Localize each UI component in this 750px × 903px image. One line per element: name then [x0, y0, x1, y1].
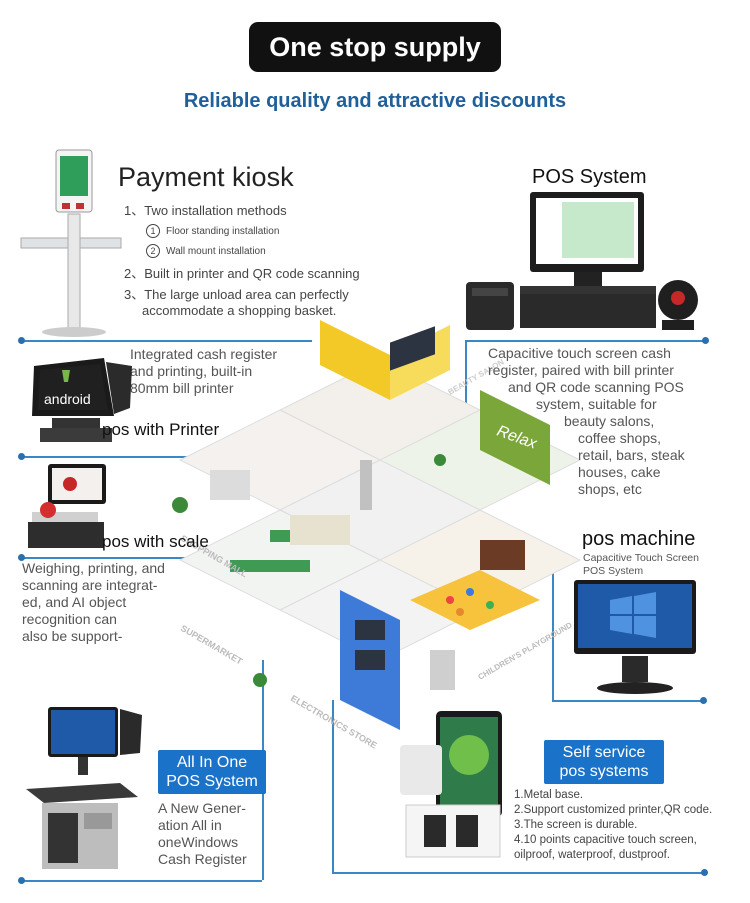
android-screen-text: android [44, 391, 91, 407]
connector-line [22, 880, 262, 882]
pos-scale-description: Weighing, printing, and scanning are int… [22, 560, 165, 644]
connector-dot [701, 869, 708, 876]
kiosk-feature-1: 1、Two installation methods [124, 203, 287, 218]
connector-dot [18, 337, 25, 344]
pos-system-title: POS System [532, 166, 647, 188]
connector-line [22, 340, 312, 342]
all-in-one-badge: All In One POS System [158, 750, 266, 794]
pos-machine-title: pos machine [582, 528, 696, 550]
kiosk-feature-2: 2、Built in printer and QR code scanning [124, 266, 360, 281]
page-subtitle: Reliable quality and attractive discount… [183, 90, 567, 112]
all-in-one-pos-image [26, 707, 142, 869]
connector-line [465, 340, 705, 342]
connector-dot [18, 453, 25, 460]
kiosk-feature-3-cont: accommodate a shopping basket. [142, 303, 337, 318]
connector-line [22, 557, 282, 559]
connector-dot [18, 554, 25, 561]
isometric-store-scene: Relax SHOPPING MALL BEAUTY SALON SUPERMA… [172, 320, 582, 750]
pos-system-image [466, 192, 698, 330]
zone-label: CHILDREN'S PLAYGROUND [477, 620, 574, 681]
pos-scale-image [28, 464, 106, 548]
self-service-badge: Self service pos systems [544, 740, 664, 784]
self-service-pos-image [400, 711, 502, 858]
connector-line [552, 570, 554, 700]
self-service-description: 1.Metal base. 2.Support customized print… [514, 789, 713, 861]
pos-printer-description: Integrated cash register and printing, b… [130, 346, 278, 396]
payment-kiosk-title: Payment kiosk [118, 162, 294, 192]
connector-line [552, 700, 702, 702]
pos-scale-title: pos with scale [102, 532, 209, 551]
kiosk-feature-3: 3、The large unload area can perfectly [124, 287, 349, 302]
zone-label: SUPERMARKET [179, 623, 245, 667]
connector-dot [18, 877, 25, 884]
all-in-one-description: A New Gener- ation All in oneWindows Cas… [158, 800, 247, 867]
payment-kiosk-image [20, 149, 122, 337]
pos-printer-title: pos with Printer [102, 420, 220, 439]
connector-line [22, 456, 262, 458]
pos-system-description: Capacitive touch screen cash register, p… [488, 345, 685, 497]
connector-line [332, 872, 704, 874]
pos-printer-image: android [32, 358, 132, 442]
connector-line [332, 700, 334, 872]
page-title: One stop supply [249, 22, 501, 72]
pos-machine-image [574, 580, 696, 694]
number-badge: 1 [146, 224, 160, 239]
pos-machine-subtitle: Capacitive Touch Screen POS System [583, 552, 699, 577]
connector-line [465, 340, 467, 460]
connector-dot [700, 697, 707, 704]
number-badge: 2 [146, 244, 160, 259]
connector-dot [702, 337, 709, 344]
